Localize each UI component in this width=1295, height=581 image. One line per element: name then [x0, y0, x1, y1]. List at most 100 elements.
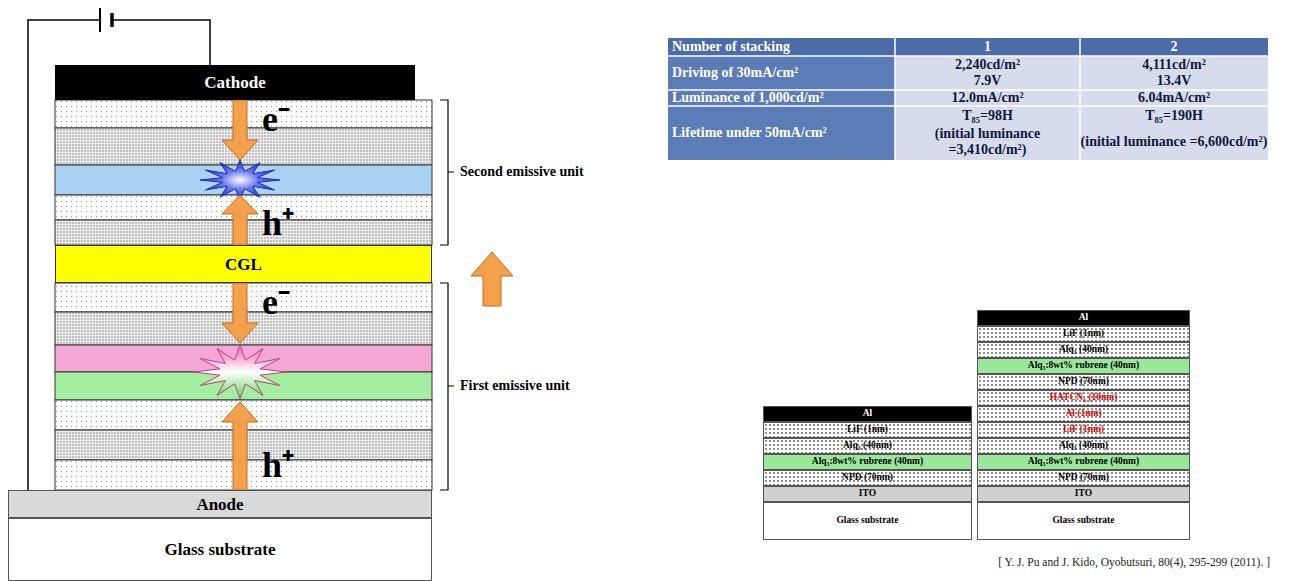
table-cell-text: Lifetime under 50mA/cm²: [672, 125, 827, 141]
bracket: [440, 283, 454, 490]
layer-label: ITO: [859, 489, 876, 499]
layer-label: CGL: [225, 256, 262, 273]
hole-arrow: [222, 402, 258, 490]
electrode-layer: Al: [977, 310, 1190, 326]
layer-label: Cathode: [204, 74, 265, 91]
blue-emission: [200, 160, 280, 200]
table-cell-text: 2: [1171, 39, 1178, 55]
layer-label: Alq₃ (40nm): [1059, 441, 1108, 451]
table-cell-text: 7.9V: [974, 73, 1002, 89]
layer-label: HATCN₆ (10nm): [1050, 393, 1118, 403]
stacking-arrow: [471, 252, 513, 306]
battery-plate: [99, 8, 101, 32]
stack-layer: LiF (1nm): [763, 422, 972, 438]
table-cell: T₈₅=190H: [1080, 107, 1268, 124]
table-cell: 12.0mA/cm²: [895, 90, 1080, 106]
table-cell-text: 12.0mA/cm²: [951, 90, 1023, 106]
stack-layer: Alq₃ (40nm): [763, 438, 972, 454]
pink-green-emission: [194, 345, 286, 399]
carrier-label-text: e⁻: [262, 282, 290, 322]
table-cell: 7.9V: [895, 73, 1080, 89]
table-cell: Number of stacking: [672, 38, 892, 56]
table-cell-text: T₈₅=190H: [1145, 108, 1203, 124]
stack-layer: Alq₃ (40nm): [977, 342, 1190, 358]
stack-layer: Alq₃ (40nm): [977, 438, 1190, 454]
table-cell: (initial luminance =3,410cd/m²): [895, 124, 1080, 159]
electron-arrow: [222, 100, 258, 160]
results-table: [668, 38, 1268, 160]
layer-label: Glass substrate: [1052, 516, 1114, 526]
stack-layer: NPD (70nm): [977, 374, 1190, 390]
cgl-band: CGL: [55, 245, 432, 283]
layer-label: NPD (70nm): [842, 473, 893, 483]
layer-label: Alq₃:8wt% rubrene (40nm): [1028, 361, 1139, 371]
table-cell: (initial luminance =6,600cd/m²): [1080, 124, 1268, 159]
layer-label: Al: [863, 409, 873, 419]
emissive-layer: Alq₃:8wt% rubrene (40nm): [977, 358, 1190, 374]
table-cell: 4,111cd/m²: [1080, 57, 1268, 73]
table-cell-text: Number of stacking: [672, 39, 790, 55]
layer-label: Alq₃:8wt% rubrene (40nm): [1028, 457, 1139, 467]
anode-band: Anode: [8, 490, 432, 518]
carrier-label-text: e⁻: [262, 99, 290, 139]
table-header: [668, 38, 1268, 56]
layer-label: ITO: [1075, 489, 1092, 499]
carrier-label: h⁺: [262, 444, 322, 486]
unit-label: First emissive unit: [460, 376, 650, 396]
electrode-layer: ITO: [763, 486, 972, 502]
electrode-layer: ITO: [977, 486, 1190, 502]
unit-brackets: [440, 100, 454, 490]
second-unit-layers: [55, 100, 432, 245]
stack-layer: Al (1nm): [977, 406, 1190, 422]
electron-arrow: [222, 283, 258, 343]
layer-label: LiF (1nm): [1063, 329, 1104, 339]
table-cell: Lifetime under 50mA/cm²: [672, 106, 892, 160]
layer-label: Anode: [196, 496, 243, 513]
table-cell-text: T₈₅=98H: [962, 108, 1013, 124]
table-cell-text: (initial luminance =3,410cd/m²): [895, 126, 1080, 157]
carrier-label-text: h⁺: [262, 203, 294, 243]
unit-label-text: Second emissive unit: [460, 164, 584, 180]
unit-label-text: First emissive unit: [460, 378, 570, 394]
emissive-layer: Alq₃:8wt% rubrene (40nm): [763, 454, 972, 470]
table-cell: 1: [895, 38, 1080, 56]
table-cell-text: 4,111cd/m²: [1142, 57, 1206, 73]
layer-label: LiF (1nm): [1063, 425, 1104, 435]
layer-label: Glass substrate: [165, 541, 276, 558]
carrier-arrows: [222, 100, 258, 490]
table-cell: Driving of 30mA/cm²: [672, 56, 892, 90]
layer-label: LiF (1nm): [847, 425, 888, 435]
table-body: [895, 56, 1268, 160]
table-row-heads: [668, 56, 895, 160]
table-cell: 6.04mA/cm²: [1080, 90, 1268, 106]
table-cell-text: Luminance of 1,000cd/m²: [672, 90, 824, 106]
carrier-label: h⁺: [262, 202, 322, 244]
cathode-band: Cathode: [55, 65, 415, 100]
table-cell-text: Driving of 30mA/cm²: [672, 65, 798, 81]
layer-label: Alq₃:8wt% rubrene (40nm): [812, 457, 923, 467]
carrier-label-text: h⁺: [262, 445, 294, 485]
table-cell-text: (initial luminance =6,600cd/m²): [1081, 134, 1268, 150]
stack-layer: LiF (1nm): [977, 326, 1190, 342]
wire: [112, 20, 210, 65]
electrode-layer: Al: [763, 406, 972, 422]
citation: [ Y. J. Pu and J. Kido, Oyobutsuri, 80(4…: [850, 552, 1270, 572]
stack-layer: NPD (70nm): [977, 470, 1190, 486]
table-cell: 13.4V: [1080, 73, 1268, 89]
table-cell: T₈₅=98H: [895, 107, 1080, 124]
layer-label: NPD (70nm): [1058, 377, 1109, 387]
bracket: [440, 100, 454, 245]
stack-layer: HATCN₆ (10nm): [977, 390, 1190, 406]
layer-label: NPD (70nm): [1058, 473, 1109, 483]
hole-arrow: [222, 195, 258, 245]
stack-layer: LiF (1nm): [977, 422, 1190, 438]
layer-label: Alq₃ (40nm): [1059, 345, 1108, 355]
citation-text: [ Y. J. Pu and J. Kido, Oyobutsuri, 80(4…: [998, 556, 1270, 569]
layer-label: Al (1nm): [1065, 409, 1101, 419]
stack-layer: NPD (70nm): [763, 470, 972, 486]
layer-label: Alq₃ (40nm): [843, 441, 892, 451]
table-cell-text: 6.04mA/cm²: [1138, 90, 1210, 106]
carrier-label: e⁻: [262, 98, 322, 140]
substrate-band: Glass substrate: [8, 518, 432, 581]
emissive-layer: Alq₃:8wt% rubrene (40nm): [977, 454, 1190, 470]
